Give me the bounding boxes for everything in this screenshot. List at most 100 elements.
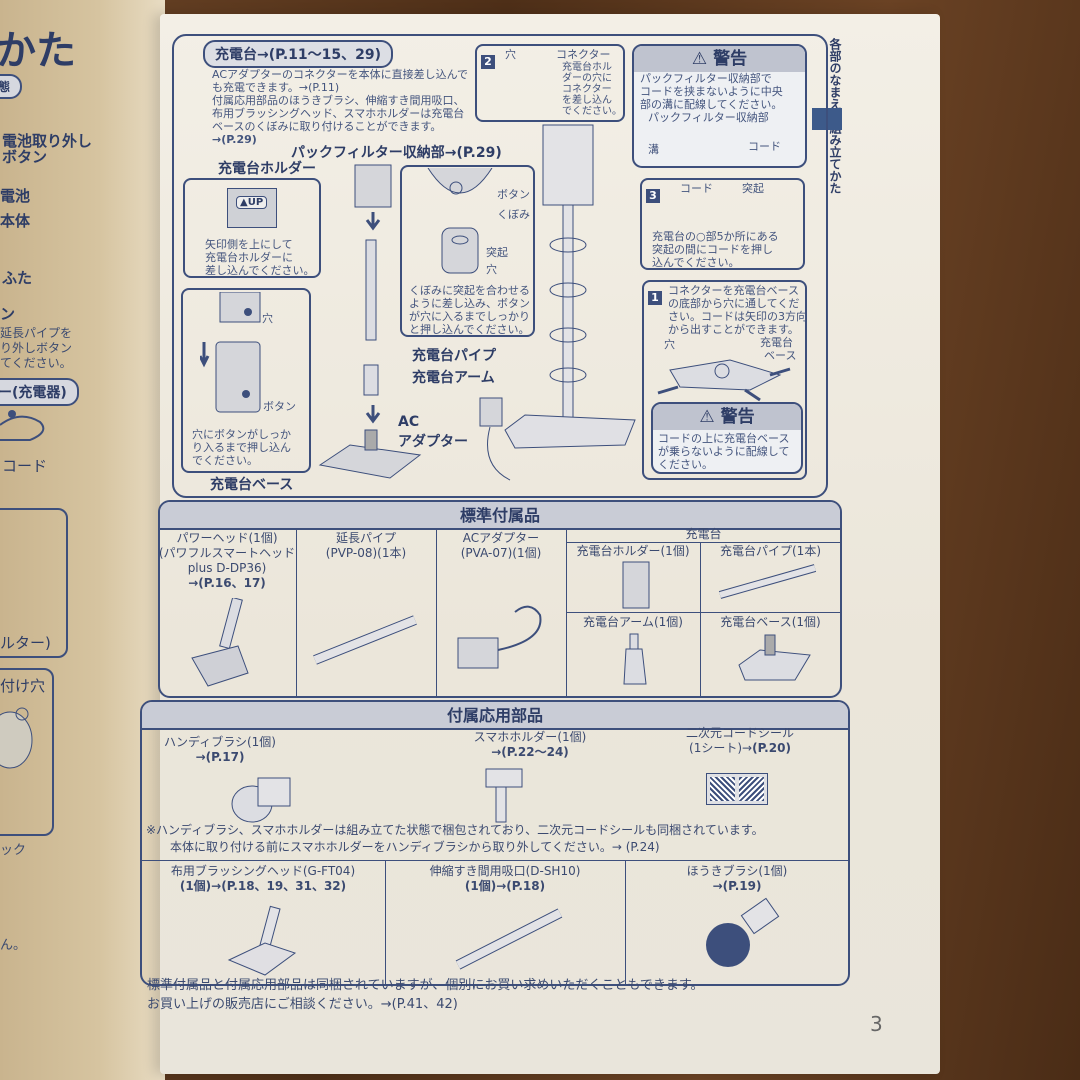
up-note-line: 矢印側を上にして [205,238,293,251]
item-name: (PVP-08)(1本) [325,546,407,560]
step2-text: コネクター [562,84,612,95]
warning-title: 警告 [720,407,755,427]
item-ref: (1個)→(P.18、19、31、32) [179,879,347,893]
item-name: パワーヘッド(1個) [176,531,278,545]
warning1-sub: パックフィルター収納部 [648,111,769,124]
left-note-line: 延長パイプを [0,326,73,340]
broom-brush-item: ほうきブラシ(1個) →(P.19) [625,864,849,894]
phone-holder-item: スマホホルダー(1個) →(P.22～24) [460,730,600,760]
crevice-nozzle-item: 伸縮すき間用吸口(D-SH10) (1個)→(P.18) [385,864,625,894]
label-lid: ふた [2,269,33,287]
page-number: 3 [870,1012,883,1036]
recess-note-line: が穴に入るまでしっかり [409,310,530,323]
step3-cord-label: コード [680,182,713,195]
warning1-text: 部の溝に配線してください。 [640,98,783,111]
up-note-line: 充電台ホルダーに [205,251,293,264]
item-name: ほうきブラシ(1個) [686,864,788,878]
label-hook-hole: 付け穴 [0,677,46,695]
button-label: ボタン [497,188,530,201]
qr-code-icon [710,777,735,801]
hole-label: 穴 [262,312,273,325]
step1-text: コネクターを充電台ベース [668,284,800,297]
ac-adapter-item: ACアダプター (PVA-07)(1個) [436,531,566,561]
pipe-recess-illustration [427,168,493,274]
cord-illustration [0,410,45,441]
item-name: 伸縮すき間用吸口(D-SH10) [429,864,581,878]
recess-note-line: ように差し込み、ボタン [409,297,530,310]
charger-section-title: 充電台→(P.11～15、29) [203,40,393,68]
groove-label: 溝 [648,143,659,156]
charger-base-illustration [738,634,811,681]
item-ref: (1個)→(P.18) [464,879,546,893]
step2-text: でください。 [562,106,622,117]
label-button: ボタン [2,148,48,166]
warning2-text: ください。 [658,458,713,471]
handy-brush-illustration [231,777,291,823]
left-filter-box [0,508,68,658]
item-ref: →(P.22～24) [491,745,569,759]
holder-label: 充電台ホルダー [218,161,316,177]
qr-sticker-illustration [706,773,768,805]
charger-base-item: 充電台ベース(1個) [720,615,821,629]
warning-icon: ⚠ [691,49,714,69]
label-battery: 電池 [0,187,31,205]
recess-note-line: と押し込んでください。 [409,323,530,336]
left-title-fragment: かた [0,28,76,74]
warning1-text: パックフィルター収納部で [640,72,772,85]
qr-sticker-item: 二次元コードシール (1シート)→(P.20) [660,726,820,756]
left-pill-charger: ー(充電器) [0,378,79,406]
pipe-label: 充電台パイプ [412,348,496,364]
extension-pipe-item: 延長パイプ (PVP-08)(1本) [296,531,436,561]
packaging-note: ※ハンディブラシ、スマホホルダーは組み立てた状態で梱包されており、二次元コードシ… [146,823,764,837]
item-ref: →(P.16、17) [188,576,266,590]
step1-base-label: ベース [764,349,797,362]
left-pill-top: 態 [0,74,23,99]
warning-box-base: ⚠ 警告 [651,402,803,474]
pack-filter-label: パックフィルター収納部→(P.29) [291,145,502,161]
intro-line: ベースのくぼみに取り付けることができます。 [212,120,442,133]
step1-hole-label: 穴 [664,338,675,351]
optional-parts-section: 付属応用部品 [140,700,850,986]
label-cord: コード [2,457,48,475]
crevice-nozzle-illustration [455,908,563,970]
arm-label: 充電台アーム [412,370,495,386]
ac-adapter-illustration [479,397,511,481]
standard-accessories-section: 標準付属品 [158,500,842,698]
charger-assembly-illustration [318,164,422,479]
step3-protrusion-label: 突起 [742,182,764,195]
warning1-text: コードを挟まないように中央 [640,85,783,98]
power-head-illustration [191,598,249,687]
item-name: 延長パイプ [335,531,396,545]
broom-brush-illustration [706,897,780,967]
footer-note: 標準付属品と付属応用部品は同梱されていますが、個別にお買い求めいただくこともでき… [147,978,704,993]
charger-group-label: 充電台 [685,527,722,541]
step2-hole-label: 穴 [505,48,516,61]
handy-brush-item: ハンディブラシ(1個) →(P.17) [160,735,280,765]
step1-text: さい。コードは矢印の3方向 [668,310,807,323]
step2-text: 充電台ホル [562,62,612,73]
standard-accessories-title: 標準付属品 [160,502,840,530]
charger-section [172,34,828,498]
ac-adapter-item-illustration [457,605,542,669]
intro-line: 付属応用部品のほうきブラシ、伸縮すき間用吸口、 [212,94,465,107]
warning-icon: ⚠ [699,407,721,427]
left-page: かた 態 電池取り外し ボタン 電池 本体 ふた ン 延長パイプを り外しボタン… [0,0,165,1080]
protrusion-label: 突起 [486,246,508,259]
hole-note-line: り入るまで押し込ん [192,441,291,454]
left-hook-box [0,668,54,836]
item-name: (パワフルスマートヘッド [158,546,296,560]
warning2-text: が乗らないように配線して [658,445,790,458]
up-label: UP [247,197,264,208]
extension-pipe-illustration [313,615,417,665]
item-name: (PVA-07)(1個) [460,546,542,560]
step3-badge: 3 [646,184,664,203]
charger-stand-illustration [504,124,636,449]
arm-insert-illustration [200,292,261,413]
charger-holder-illustration [622,561,650,609]
packaging-note: 本体に取り付ける前にスマホホルダーをハンディブラシから取り外してください。→ (… [170,840,660,855]
left-note-line: てください。 [0,356,72,370]
ac-label: AC [398,414,420,430]
step3-text: 充電台の○部5か所にある [652,230,779,243]
item-name: ハンディブラシ(1個) [164,735,276,749]
hook-illustration [0,707,33,769]
